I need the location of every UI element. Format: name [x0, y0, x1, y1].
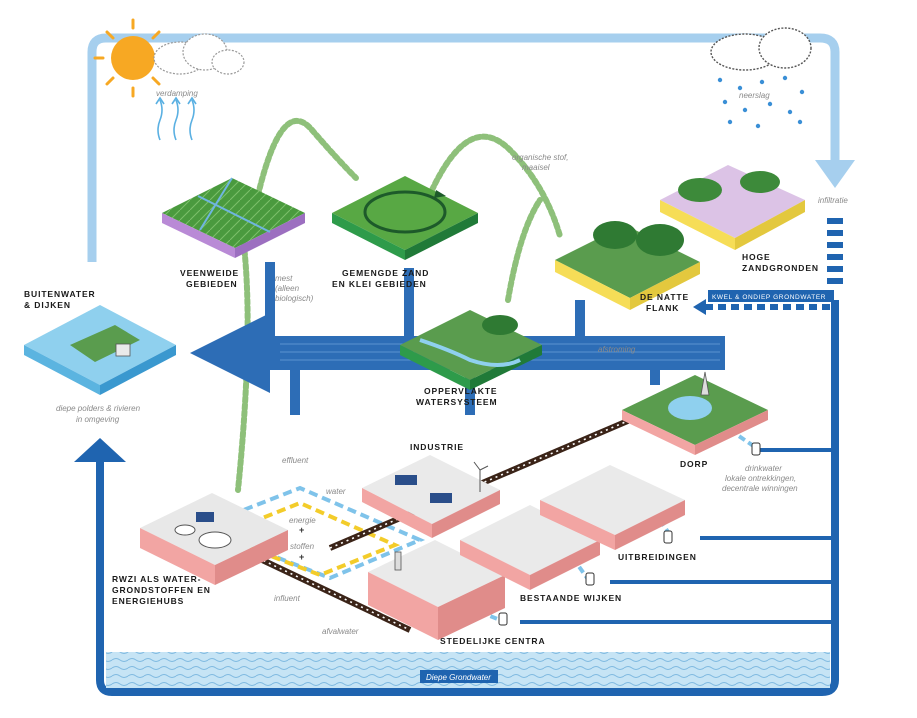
polders-line-2: in omgeving: [76, 415, 120, 424]
infiltratie-label: infiltratie: [818, 196, 848, 205]
water-cycle-loop: [87, 33, 855, 262]
cloud-icon: [153, 33, 245, 75]
tile-industrie: [362, 455, 500, 538]
plus-2: +: [299, 552, 304, 562]
gemengde-label-2: EN KLEI GEBIEDEN: [332, 279, 427, 289]
neerslag-label: neerslag: [739, 91, 770, 100]
rwzi-label-3: ENERGIEHUBS: [112, 596, 184, 606]
gemengde-label-1: GEMENGDE ZAND: [342, 268, 429, 278]
hoge-label-1: HOGE: [742, 252, 771, 262]
natte-label-2: FLANK: [646, 303, 679, 313]
effluent-label: effluent: [282, 456, 309, 465]
rain-cloud-icon: [710, 27, 812, 129]
rwzi-label-1: RWZI ALS WATER-: [112, 574, 201, 584]
evaporation-arrows-icon: [155, 96, 197, 141]
rwzi-label-2: GRONDSTOFFEN EN: [112, 585, 211, 595]
stedelijke-label: STEDELIJKE CENTRA: [440, 636, 546, 646]
diepe-grondwater-tag: Diepe Grondwater: [420, 670, 498, 683]
mest-line-3: biologisch): [275, 294, 314, 303]
wind-turbine-icon: [473, 461, 489, 492]
natte-label-1: DE NATTE: [640, 292, 689, 302]
tile-dorp: [622, 371, 768, 455]
tile-gemengde: [332, 176, 478, 260]
mest-line-1: mest: [275, 274, 293, 283]
infiltration-dashes: [827, 218, 843, 284]
diepe-grondwater-label: Diepe Grondwater: [426, 673, 491, 682]
tile-natte-flank: [555, 221, 700, 310]
water-label: water: [326, 487, 346, 496]
tile-oppervlakte: [400, 310, 542, 390]
buitenwater-label-2: & DIJKEN: [24, 300, 71, 310]
uitbreidingen-label: UITBREIDINGEN: [618, 552, 697, 562]
kwel-label: KWEL & ONDIEP GRONDWATER: [712, 294, 826, 301]
influent-label: influent: [274, 594, 301, 603]
tile-veenweide: [162, 177, 305, 258]
water-tower-icon: [498, 442, 761, 626]
dorp-label: DORP: [680, 459, 708, 469]
polders-line-1: diepe polders & rivieren: [56, 404, 141, 413]
mest-line-2: (alleen: [275, 284, 300, 293]
drinkwater-line-2: lokale ontrekkingen,: [725, 474, 796, 483]
veenweide-label-1: VEENWEIDE: [180, 268, 239, 278]
energie-label: energie: [289, 516, 316, 525]
tile-stedelijke: [368, 540, 505, 640]
tile-uitbreidingen: [540, 465, 685, 550]
oppervlakte-label-1: OPPERVLAKTE: [424, 386, 498, 396]
kwel-arrow: KWEL & ONDIEP GRONDWATER: [693, 290, 835, 315]
stoffen-label: stoffen: [290, 542, 315, 551]
buitenwater-label-1: BUITENWATER: [24, 289, 96, 299]
plus-1: +: [299, 525, 304, 535]
industrie-label: INDUSTRIE: [410, 442, 464, 452]
tile-hoge: [660, 165, 805, 250]
verdamping-label: verdamping: [156, 89, 198, 98]
oppervlakte-label-2: WATERSYSTEEM: [416, 397, 497, 407]
veenweide-label-2: GEBIEDEN: [186, 279, 238, 289]
tile-rwzi: [140, 493, 288, 585]
organische-line-1: organische stof,: [512, 153, 568, 162]
organische-line-2: maaisel: [522, 163, 550, 172]
drinkwater-line-1: drinkwater: [745, 464, 782, 473]
tile-buitenwater: [24, 305, 176, 395]
groundwater-branches: [520, 448, 835, 624]
afstroming-label: afstroming: [598, 345, 636, 354]
bestaande-label: BESTAANDE WIJKEN: [520, 593, 622, 603]
afvalwater-label: afvalwater: [322, 627, 359, 636]
drinkwater-line-3: decentrale winningen: [722, 484, 798, 493]
organic-flow-arcs: [235, 117, 563, 493]
hoge-label-2: ZANDGRONDEN: [742, 263, 819, 273]
